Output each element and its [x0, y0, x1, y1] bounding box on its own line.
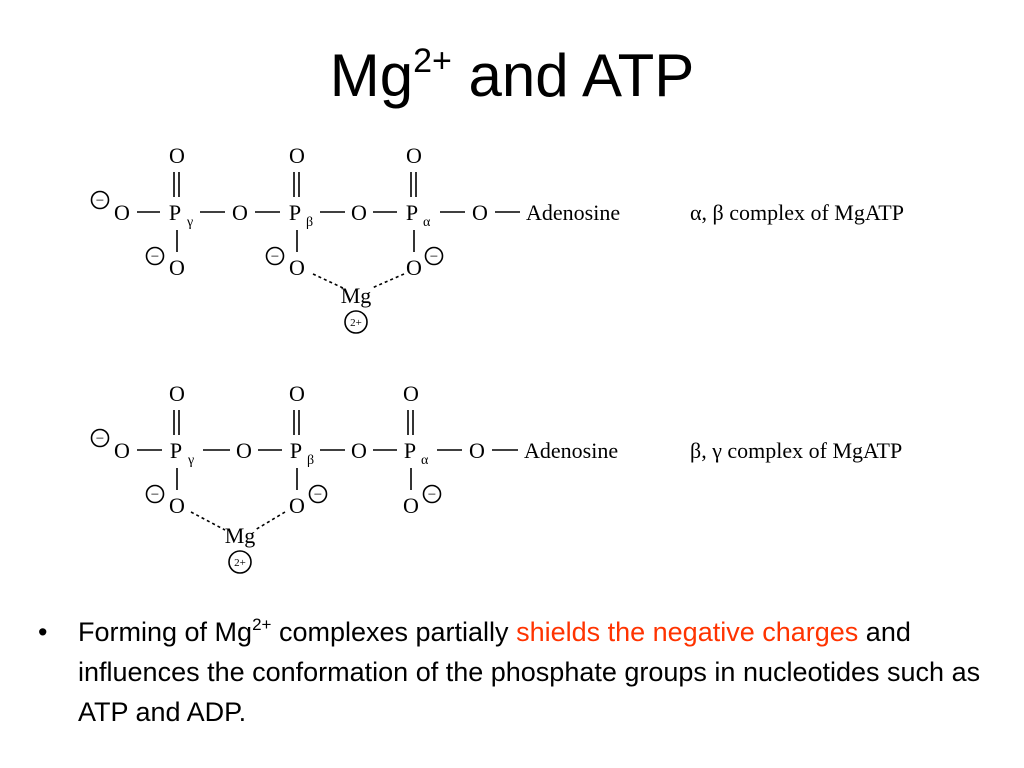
- oxygen-atom: O: [236, 438, 252, 463]
- oxygen-atom: O: [169, 381, 185, 406]
- magnesium-charge: 2+: [234, 557, 246, 569]
- subscript-gamma: γ: [187, 453, 194, 468]
- oxygen-atom: O: [232, 200, 248, 225]
- oxygen-atom: O: [114, 200, 130, 225]
- phosphorus-alpha: P: [406, 200, 418, 225]
- subscript-beta: β: [306, 215, 313, 230]
- oxygen-atom: O: [169, 493, 185, 518]
- title-superscript: 2+: [413, 42, 452, 80]
- subscript-alpha: α: [423, 215, 431, 230]
- phosphorus-gamma: P: [169, 200, 181, 225]
- oxygen-atom: O: [169, 255, 185, 280]
- negative-charge-icon: −: [430, 249, 438, 265]
- phosphorus-beta: P: [290, 438, 302, 463]
- oxygen-atom: O: [289, 493, 305, 518]
- oxygen-atom: O: [289, 255, 305, 280]
- bullet-text-part: Forming of Mg: [78, 617, 253, 647]
- slide-title: Mg2+ and ATP: [0, 36, 1024, 116]
- adenosine-label: Adenosine: [526, 200, 620, 225]
- phosphorus-gamma: P: [170, 438, 182, 463]
- oxygen-atom: O: [406, 255, 422, 280]
- oxygen-atom: O: [289, 381, 305, 406]
- oxygen-atom: O: [403, 381, 419, 406]
- structure-alpha-beta: [90, 172, 520, 334]
- subscript-beta: β: [307, 453, 314, 468]
- oxygen-atom: O: [403, 493, 419, 518]
- complex-label-beta-gamma: β, γ complex of MgATP: [690, 438, 902, 463]
- oxygen-atom: O: [351, 438, 367, 463]
- title-rest: and ATP: [451, 42, 695, 109]
- negative-charge-icon: −: [96, 193, 104, 209]
- magnesium-label: Mg: [225, 523, 256, 548]
- oxygen-atom: O: [114, 438, 130, 463]
- bullet-text-part: complexes partially: [271, 617, 517, 647]
- negative-charge-icon: −: [428, 487, 436, 503]
- negative-charge-icon: −: [314, 487, 322, 503]
- adenosine-label: Adenosine: [524, 438, 618, 463]
- oxygen-atom: O: [406, 143, 422, 168]
- title-main: Mg: [329, 42, 414, 109]
- structure-beta-gamma: [90, 410, 518, 574]
- negative-charge-icon: −: [151, 249, 159, 265]
- negative-charge-icon: −: [271, 249, 279, 265]
- structure-alpha-beta-labels: O O O O P γ O P β O P α O Adenosine O O …: [96, 143, 904, 329]
- phosphorus-alpha: P: [404, 438, 416, 463]
- negative-charge-icon: −: [96, 431, 104, 447]
- mgatp-structures: O O O O P γ O P β O P α O Adenosine O O …: [90, 143, 904, 574]
- bullet-marker: •: [38, 617, 48, 647]
- subscript-gamma: γ: [186, 215, 193, 230]
- negative-charge-icon: −: [151, 487, 159, 503]
- bullet-text-part: and influences the conformation of the p…: [78, 617, 981, 727]
- phosphorus-beta: P: [289, 200, 301, 225]
- structure-beta-gamma-labels: O O O O P γ O P β O P α O Adenosine O O …: [96, 381, 902, 569]
- magnesium-charge: 2+: [350, 317, 362, 329]
- oxygen-atom: O: [289, 143, 305, 168]
- bullet-text: Forming of Mg2+ complexes partially shie…: [78, 612, 983, 732]
- oxygen-atom: O: [169, 143, 185, 168]
- oxygen-atom: O: [351, 200, 367, 225]
- highlighted-phrase: shields the negative charges: [516, 617, 859, 647]
- complex-label-alpha-beta: α, β complex of MgATP: [690, 200, 904, 225]
- oxygen-atom: O: [472, 200, 488, 225]
- bullet-superscript: 2+: [252, 615, 272, 634]
- magnesium-label: Mg: [341, 283, 372, 308]
- subscript-alpha: α: [421, 453, 429, 468]
- oxygen-atom: O: [469, 438, 485, 463]
